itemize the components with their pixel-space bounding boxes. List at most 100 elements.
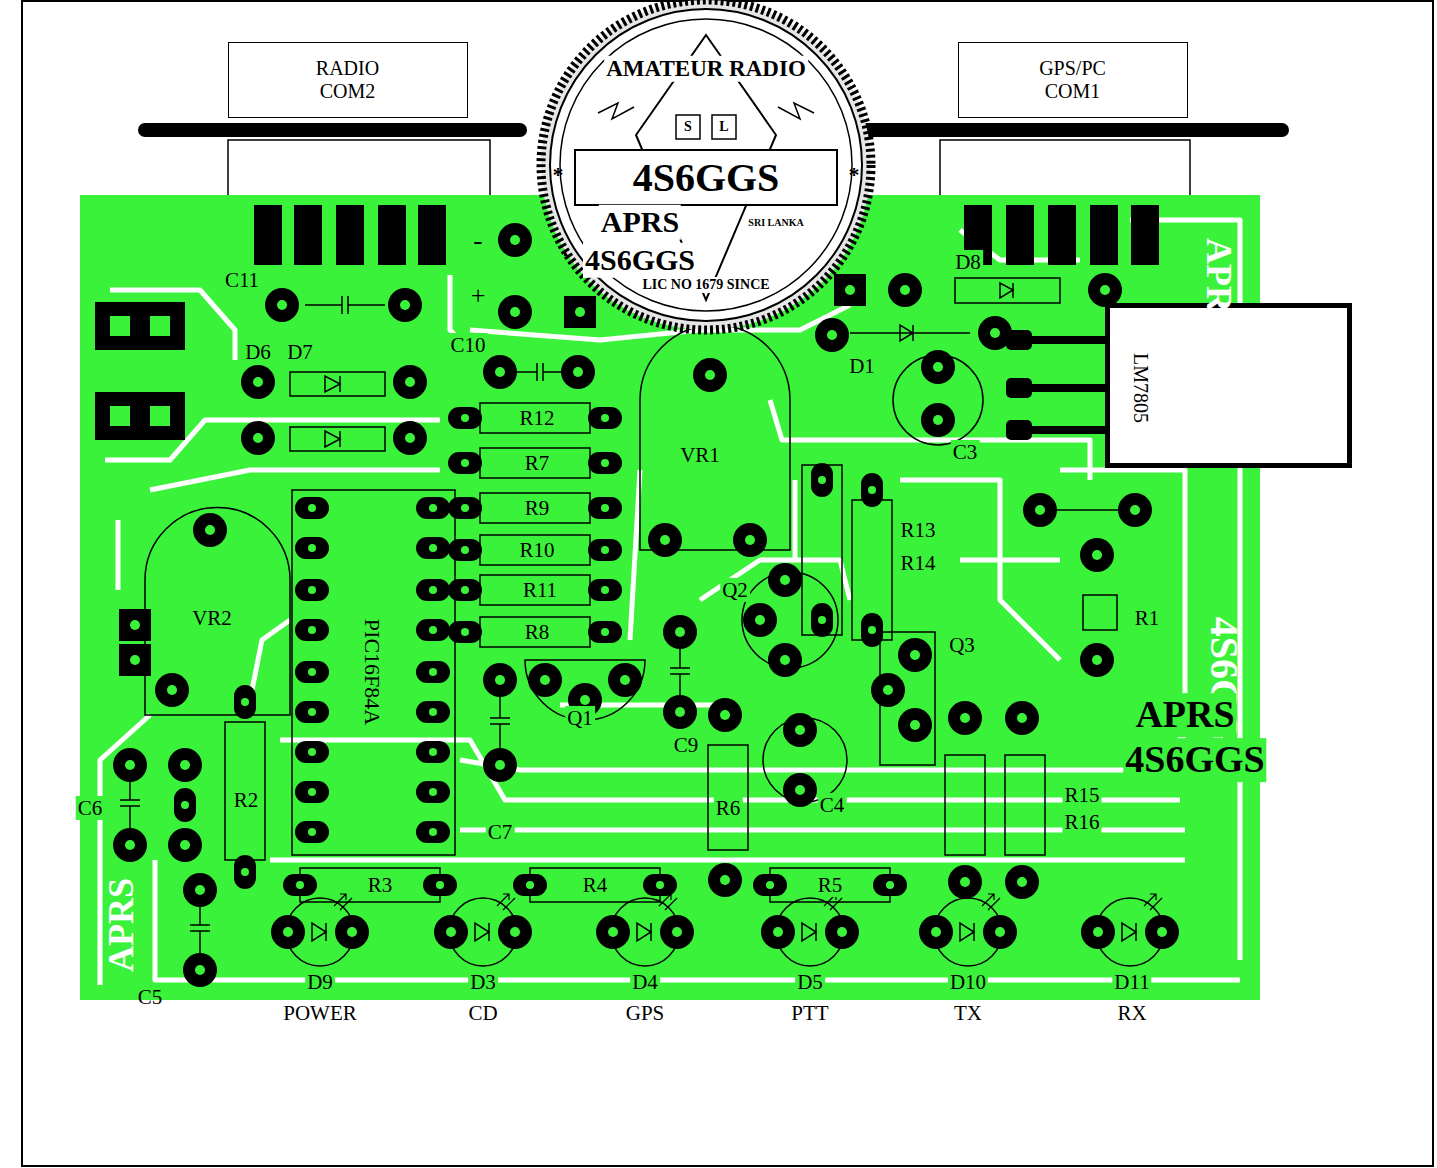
board-marking: APRS: [101, 878, 142, 972]
oval-pad: [448, 497, 482, 519]
oval-pad: [416, 661, 450, 683]
solder-pad: [483, 355, 517, 389]
solder-pad: [663, 695, 697, 729]
component-outline: [1000, 283, 1013, 298]
component-outline: [480, 535, 590, 565]
solder-pad: [648, 523, 682, 557]
oval-pad: [588, 407, 622, 429]
connector-pads: [1048, 205, 1076, 265]
part-label: Q3: [947, 633, 977, 657]
square-pad: [119, 644, 151, 676]
part-label: D7: [285, 340, 315, 364]
oval-pad: [295, 701, 329, 723]
led-function: TX: [954, 1001, 982, 1025]
solder-pad: [434, 915, 468, 949]
oval-pad: [295, 497, 329, 519]
jumper-pads: [110, 316, 130, 336]
part-label: Q2: [720, 578, 750, 602]
led-function: RX: [1117, 1001, 1146, 1025]
solder-pad: [825, 915, 859, 949]
stamp-artwork: [541, 0, 871, 330]
connector-box: GPS/PC COM1: [958, 42, 1188, 118]
solder-pad: [921, 350, 955, 384]
stamp-artwork: [575, 150, 837, 205]
solder-pad: [743, 603, 777, 637]
board-marking: APRS: [599, 205, 681, 240]
part-label: D1: [847, 354, 877, 378]
oval-pad: [643, 874, 677, 896]
connector-pads: [378, 205, 406, 265]
component-outline: [292, 490, 455, 855]
oval-pad: [283, 874, 317, 896]
solder-pad: [708, 863, 742, 897]
component-outline: [640, 325, 790, 550]
stamp-artwork: [560, 19, 852, 311]
regulator-pins: [1006, 420, 1032, 440]
oval-pad: [416, 821, 450, 843]
stamp-star: *: [553, 162, 564, 187]
board-marking: 4S6GGS: [583, 243, 697, 278]
vertical-pad: [234, 855, 256, 889]
oval-pad: [416, 781, 450, 803]
component-outline: [1083, 595, 1117, 630]
oval-pad: [295, 579, 329, 601]
part-label: R1: [1133, 606, 1162, 630]
vertical-pad: [861, 613, 883, 647]
oval-pad: [448, 539, 482, 561]
solder-pad: [898, 708, 932, 742]
vertical-pad: [811, 603, 833, 637]
oval-pad: [416, 537, 450, 559]
component-outline: [480, 448, 590, 478]
component-outline: [305, 296, 385, 314]
stamp-country: SRI LANKA: [748, 217, 803, 229]
oval-pad: [448, 621, 482, 643]
part-label: R16: [1062, 810, 1101, 834]
part-label: VR2: [190, 606, 234, 630]
connector-pads: [336, 205, 364, 265]
connector-label: RADIO COM2: [303, 57, 393, 103]
connector-pads: [418, 205, 446, 265]
vertical-pad: [174, 788, 196, 822]
solder-pad: [663, 615, 697, 649]
component-outline: [945, 755, 985, 855]
component-outline: [145, 508, 290, 716]
part-label: VR1: [678, 443, 722, 467]
solder-pad: [183, 873, 217, 907]
component-outline: [850, 325, 970, 341]
solder-pad: [498, 915, 532, 949]
connector-pads: [1006, 205, 1034, 265]
square-pad: [564, 296, 596, 328]
component-outline: [225, 722, 265, 860]
component-outline: [670, 648, 690, 696]
component-outline: [325, 376, 340, 392]
regulator-pins: [1030, 336, 1110, 344]
part-label: R7: [523, 451, 552, 475]
stamp-artwork: [598, 103, 814, 119]
led-function: GPS: [626, 1001, 665, 1025]
solder-pad: [768, 563, 802, 597]
component-outline: [530, 868, 660, 902]
oval-pad: [448, 452, 482, 474]
led-function: POWER: [283, 1001, 357, 1025]
oval-pad: [448, 407, 482, 429]
solder-pad: [1118, 493, 1152, 527]
oval-pad: [295, 537, 329, 559]
oval-pad: [416, 579, 450, 601]
solder-pad: [241, 365, 275, 399]
regulator-pins: [1030, 426, 1110, 434]
part-label: D8: [953, 250, 983, 274]
component-outline: [515, 363, 565, 381]
led-function: PTT: [791, 1001, 828, 1025]
part-label: D11: [1112, 970, 1151, 994]
stamp-artwork: [676, 115, 700, 139]
part-label: R6: [714, 796, 743, 820]
solder-pad: [1005, 701, 1039, 735]
oval-pad: [416, 619, 450, 641]
solder-pad: [783, 713, 817, 747]
board-marking: 4S6GGS: [1123, 738, 1266, 782]
solder-pad: [596, 915, 630, 949]
solder-pad: [1080, 538, 1114, 572]
board-marking: APRS: [1133, 693, 1236, 737]
solder-pad: [528, 663, 562, 697]
solder-pad: [871, 673, 905, 707]
